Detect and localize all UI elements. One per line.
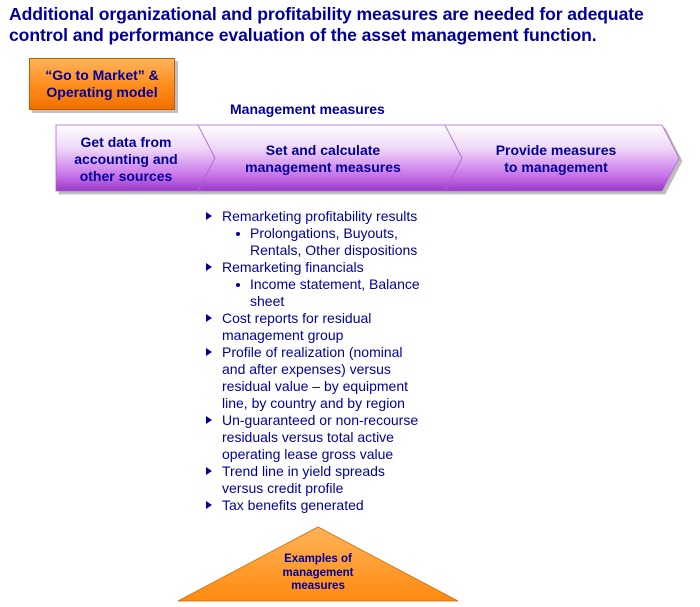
triangle-label-line: measures (291, 580, 345, 592)
list-item: Cost reports for residual management gro… (203, 310, 463, 344)
chevron-label-line: Provide measures (495, 142, 617, 158)
list-item: Trend line in yield spreads versus credi… (203, 463, 463, 497)
list-item-text: Un-guaranteed or non-recourse (222, 412, 419, 428)
list-item: Un-guaranteed or non-recourse residuals … (203, 412, 463, 463)
bullet-dot-icon (236, 283, 240, 287)
bullet-arrow-icon (206, 416, 212, 424)
list-item: Tax benefits generated (203, 497, 463, 514)
bullet-arrow-icon (206, 212, 212, 220)
list-item-text: Cost reports for residual (222, 310, 372, 326)
list-item: Profile of realization (nominal and afte… (203, 344, 463, 412)
chevron-label-line: to management (504, 159, 608, 175)
bullet-arrow-icon (206, 348, 212, 356)
list-item-text: Tax benefits generated (222, 497, 364, 513)
chevron-label-line: Set and calculate (265, 142, 381, 158)
list-item-text: Profile of realization (nominal (222, 344, 403, 360)
list-item-text: Remarketing profitability results (222, 208, 418, 224)
go-to-market-line: “Go to Market” & (45, 67, 159, 83)
examples-triangle-label: Examples of management measures (258, 553, 378, 594)
chevron-step-1-label: Get data from accounting and other sourc… (56, 134, 196, 185)
chevron-step-3 (444, 124, 680, 192)
chevron-label-line: Get data from (80, 134, 172, 150)
bullet-arrow-icon (206, 263, 212, 271)
chevron-label-line: other sources (79, 168, 173, 184)
triangle-label-line: Examples of (284, 553, 352, 565)
sub-list-item-text: Prolongations, Buyouts, (250, 225, 398, 241)
sub-list-item-text: Income statement, Balance (250, 276, 420, 292)
list-item-text: operating lease gross value (222, 446, 394, 462)
slide-title-line: Additional organizational and profitabil… (9, 4, 644, 24)
bullet-arrow-icon (206, 314, 212, 322)
list-item-text: and after expenses) versus (222, 361, 391, 377)
examples-triangle (177, 526, 459, 602)
bullet-arrow-icon (206, 467, 212, 475)
sub-list-item: Prolongations, Buyouts, Rentals, Other d… (203, 225, 463, 259)
list-item-text: line, by country and by region (222, 395, 405, 411)
sub-list-item: Income statement, Balance sheet (203, 276, 463, 310)
sub-list-item-text: sheet (250, 293, 285, 309)
bullet-dot-icon (236, 232, 240, 236)
chevron-label-line: accounting and (74, 151, 178, 167)
slide-title-line: control and performance evaluation of th… (9, 25, 597, 45)
list-item-text: Trend line in yield spreads (222, 463, 385, 479)
list-item-text: versus credit profile (222, 480, 344, 496)
chevron-label-line: management measures (245, 159, 401, 175)
list-item-text: residual value – by equipment (222, 378, 409, 394)
triangle-label-line: management (282, 566, 354, 579)
list-item-text: Remarketing financials (222, 259, 364, 275)
sub-list-item-text: Rentals, Other dispositions (250, 242, 418, 258)
bullet-arrow-icon (206, 501, 212, 509)
management-measures-list: Remarketing profitability results Prolon… (203, 208, 463, 514)
go-to-market-line: Operating model (46, 84, 158, 100)
list-item-text: management group (222, 327, 344, 343)
list-item: Remarketing profitability results (203, 208, 463, 225)
chevron-step-2-label: Set and calculate management measures (212, 142, 434, 176)
chevron-step-3-label: Provide measures to management (456, 142, 656, 176)
list-item: Remarketing financials (203, 259, 463, 276)
go-to-market-box: “Go to Market” & Operating model (29, 58, 175, 110)
list-item-text: residuals versus total active (222, 429, 394, 445)
management-measures-label: Management measures (230, 101, 385, 117)
slide-title: Additional organizational and profitabil… (9, 4, 694, 46)
